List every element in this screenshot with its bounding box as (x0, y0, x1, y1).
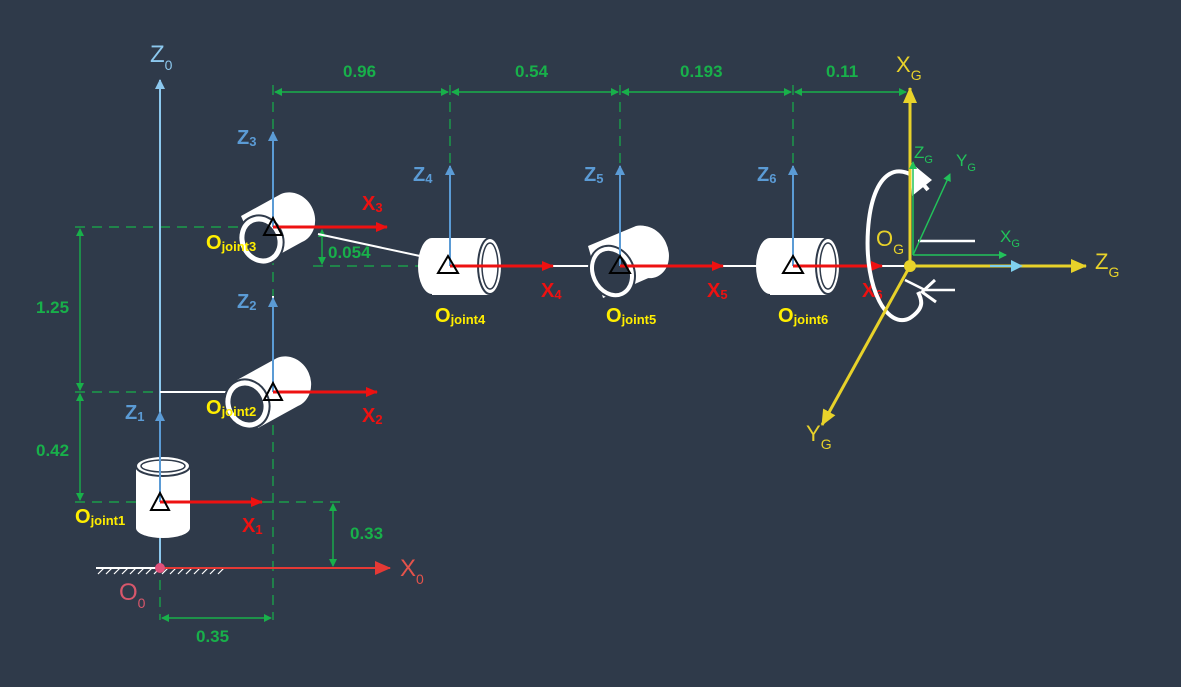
o-joint5-label: Ojoint5 (606, 305, 656, 327)
yg-small-axis (912, 173, 951, 256)
z4-label: Z4 (413, 164, 433, 186)
z1-label: Z1 (125, 402, 144, 424)
joint5-origin-icon (608, 254, 632, 274)
dim-0.11-label: 0.11 (826, 62, 858, 81)
gripper-labels: XG ZG YG OG ZG YG XG (806, 52, 1119, 452)
x0-label: X0 (400, 555, 424, 587)
yg-axis (820, 265, 912, 426)
z6-label: Z6 (757, 164, 776, 186)
dim-0.35-label: 0.35 (196, 627, 229, 646)
z3-label: Z3 (237, 127, 256, 149)
o-joint4-label: Ojoint4 (435, 305, 486, 327)
x-labels: X1 X2 X3 X4 X5 X6 (242, 193, 883, 537)
og-label: OG (876, 226, 904, 257)
gripper-origin-dot (904, 260, 916, 272)
yg-label: YG (806, 421, 832, 452)
rotation-arrow-icon (865, 169, 930, 322)
dim-0.96-label: 0.96 (343, 62, 376, 81)
z0-label: Z0 (150, 41, 173, 73)
z2-label: Z2 (237, 291, 256, 313)
dim-0.33-label: 0.33 (350, 524, 383, 543)
o0-label: O0 (119, 579, 146, 611)
o-joint1-label: Ojoint1 (75, 506, 125, 528)
x1-label: X1 (242, 515, 263, 537)
z-labels: Z1 Z2 Z3 Z4 Z5 Z6 (125, 127, 776, 424)
o-joint3-label: Ojoint3 (206, 232, 256, 254)
origin-labels: Ojoint1 Ojoint2 Ojoint3 Ojoint4 Ojoint5 … (75, 232, 828, 528)
xg-small-label: XG (1000, 227, 1020, 250)
x3-label: X3 (362, 193, 383, 215)
dim-0.193-label: 0.193 (680, 62, 723, 81)
yg-small-label: YG (956, 151, 976, 174)
rotation-arrowhead-lower-icon (919, 278, 937, 304)
joint3-cylinder (237, 192, 316, 266)
o-joint2-label: Ojoint2 (206, 397, 256, 419)
origin-o0-dot (155, 563, 165, 573)
joint-origin-triangles (149, 215, 805, 511)
zg-label: ZG (1095, 249, 1119, 280)
joint5-cylinder (588, 225, 669, 300)
gripper-frame (820, 87, 1087, 426)
rotation-arrowhead-icon (910, 162, 932, 196)
joint4-origin-icon (436, 254, 460, 274)
joint1-cylinder (135, 455, 191, 538)
joint-z-axes (155, 131, 798, 502)
x4-label: X4 (541, 280, 562, 302)
xg-label: XG (896, 52, 922, 83)
dim-1.25-label: 1.25 (36, 298, 69, 317)
joint1-origin-icon (149, 490, 171, 511)
z5-label: Z5 (584, 164, 603, 186)
joint2-origin-icon (262, 380, 284, 401)
dimension-arrows (76, 88, 907, 622)
x5-label: X5 (707, 280, 728, 302)
dim-0.054-label: 0.054 (328, 243, 371, 262)
joint6-origin-icon (781, 254, 805, 274)
dimension-guides (75, 85, 794, 620)
joint-x-axes (160, 222, 883, 507)
dim-0.42-label: 0.42 (36, 441, 69, 460)
joint3-origin-icon (262, 215, 284, 236)
dim-0.54-label: 0.54 (515, 62, 549, 81)
o-joint6-label: Ojoint6 (778, 305, 828, 327)
x2-label: X2 (362, 405, 383, 427)
zg-small-label: ZG (914, 143, 933, 166)
dimension-labels: 0.96 0.54 0.193 0.11 1.25 0.42 0.33 0.35… (36, 62, 858, 646)
